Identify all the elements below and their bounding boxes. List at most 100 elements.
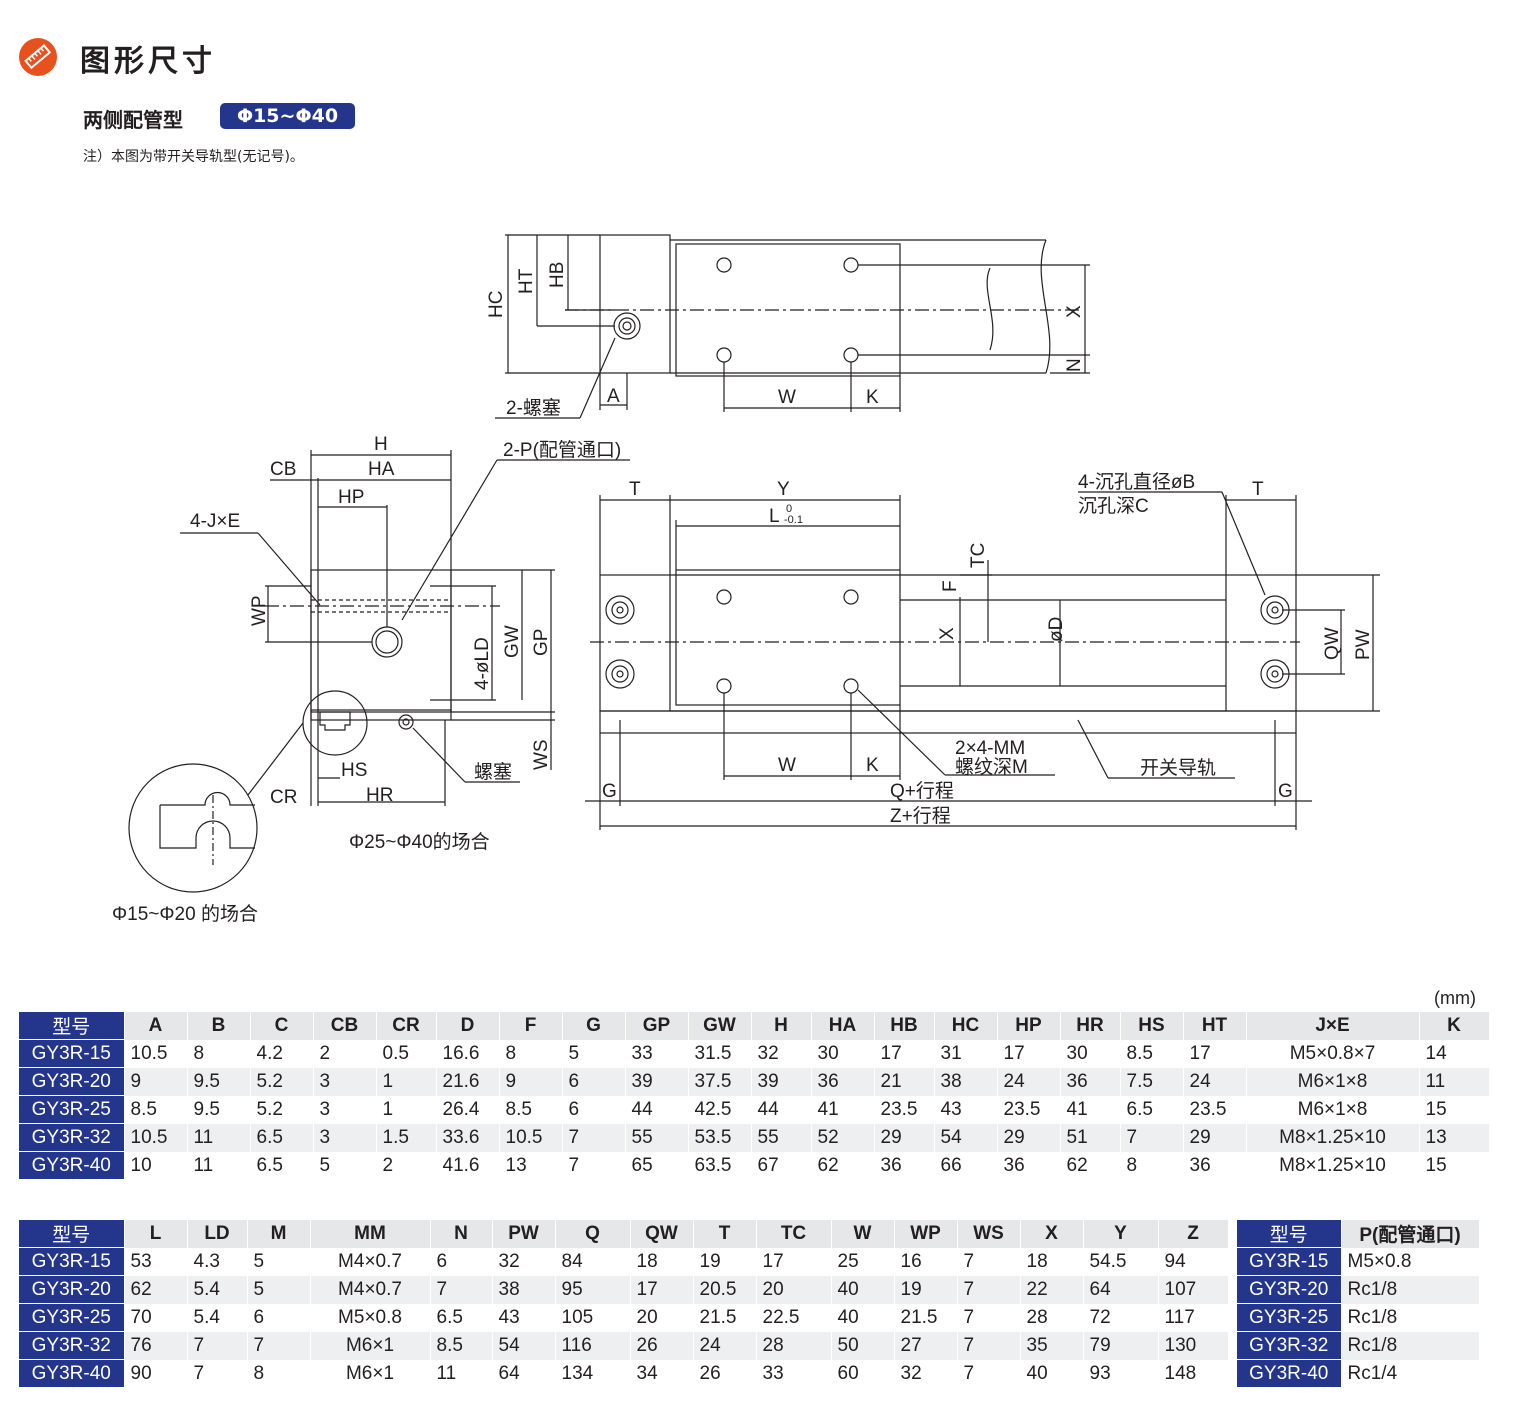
- label-ws: WS: [531, 739, 552, 770]
- value-cell: 7.5: [1120, 1067, 1184, 1096]
- label-hb: HB: [547, 262, 568, 288]
- value-cell: 72: [1083, 1303, 1159, 1332]
- value-cell: 8.5: [499, 1095, 563, 1124]
- value-cell: 13: [1419, 1123, 1490, 1152]
- value-cell: 17: [756, 1247, 832, 1276]
- value-cell: M6×1×8: [1246, 1067, 1420, 1096]
- value-cell: 53: [124, 1247, 188, 1276]
- label-gp: GP: [531, 629, 552, 656]
- value-cell: 105: [555, 1303, 631, 1332]
- value-cell: M5×0.8: [310, 1303, 431, 1332]
- value-cell: 7: [187, 1331, 248, 1360]
- value-cell: 7: [430, 1275, 493, 1304]
- value-cell: 95: [555, 1275, 631, 1304]
- value-cell: 43: [934, 1095, 998, 1124]
- value-cell: 1: [376, 1067, 437, 1096]
- value-cell: 37.5: [688, 1067, 752, 1096]
- label-hp: HP: [338, 487, 364, 508]
- value-cell: 6.5: [430, 1303, 493, 1332]
- front-view: [585, 491, 1380, 830]
- header-cell: WP: [894, 1220, 958, 1248]
- value-cell: 10.5: [124, 1123, 188, 1152]
- value-cell: 36: [1183, 1151, 1247, 1180]
- label-ha: HA: [368, 459, 395, 480]
- value-cell: 17: [1183, 1039, 1247, 1068]
- value-cell: 40: [831, 1275, 895, 1304]
- header-cell: Y: [1083, 1220, 1159, 1248]
- value-cell: 93: [1083, 1359, 1159, 1388]
- value-cell: 5.2: [250, 1095, 314, 1124]
- value-cell: 31: [934, 1039, 998, 1068]
- value-cell: 6: [247, 1303, 311, 1332]
- value-cell: 29: [874, 1123, 935, 1152]
- value-cell: 33.6: [436, 1123, 500, 1152]
- label-case-large: Φ25~Φ40的场合: [349, 831, 490, 853]
- value-cell: 26.4: [436, 1095, 500, 1124]
- header-cell: G: [562, 1012, 626, 1040]
- model-cell: GY3R-32: [19, 1331, 125, 1360]
- header-cell: T: [693, 1220, 757, 1248]
- value-cell: 18: [630, 1247, 694, 1276]
- label-f: F: [940, 580, 961, 592]
- value-cell: 24: [997, 1067, 1061, 1096]
- header-cell: W: [831, 1220, 895, 1248]
- header-cell: HR: [1060, 1012, 1121, 1040]
- value-cell: 35: [1020, 1331, 1084, 1360]
- label-cb: CB: [270, 459, 296, 480]
- value-cell: 52: [811, 1123, 875, 1152]
- value-cell: 8: [1120, 1151, 1184, 1180]
- label-pw: PW: [1353, 629, 1374, 660]
- value-cell: 62: [1060, 1151, 1121, 1180]
- value-cell: 5: [247, 1275, 311, 1304]
- label-ht: HT: [516, 268, 537, 294]
- label-t-right: T: [1252, 479, 1264, 500]
- value-cell: 7: [957, 1359, 1021, 1388]
- value-cell: 32: [751, 1039, 812, 1068]
- value-cell: 19: [894, 1275, 958, 1304]
- label-mm: 2×4-MM: [955, 738, 1025, 759]
- label-a: A: [607, 386, 620, 407]
- header-cell: H: [751, 1012, 812, 1040]
- value-cell: 23.5: [997, 1095, 1061, 1124]
- model-cell: GY3R-25: [19, 1095, 125, 1124]
- label-hs: HS: [341, 760, 367, 781]
- label-y: Y: [777, 479, 790, 500]
- value-cell: 5.2: [250, 1067, 314, 1096]
- model-cell: GY3R-25: [19, 1303, 125, 1332]
- value-cell: 10.5: [499, 1123, 563, 1152]
- label-counterbore-dia: 4-沉孔直径øB: [1078, 471, 1195, 493]
- value-cell: 9.5: [187, 1067, 251, 1096]
- value-cell: 16: [894, 1247, 958, 1276]
- value-cell: 54: [934, 1123, 998, 1152]
- model-cell: GY3R-40: [1237, 1359, 1342, 1388]
- model-cell: GY3R-15: [19, 1247, 125, 1276]
- range-badge: Φ15~Φ40: [220, 103, 355, 129]
- label-k-top: K: [866, 387, 879, 408]
- value-cell: 11: [187, 1151, 251, 1180]
- value-cell: 107: [1158, 1275, 1229, 1304]
- label-x-top: X: [1064, 305, 1085, 318]
- value-cell: 29: [997, 1123, 1061, 1152]
- header-cell: Q: [555, 1220, 631, 1248]
- header-cell: C: [250, 1012, 314, 1040]
- value-cell: 51: [1060, 1123, 1121, 1152]
- label-g-right: G: [1278, 781, 1293, 802]
- header-cell: HC: [934, 1012, 998, 1040]
- label-hc: HC: [486, 291, 507, 318]
- value-cell: 23.5: [1183, 1095, 1247, 1124]
- value-cell: 34: [630, 1359, 694, 1388]
- header-cell: K: [1419, 1012, 1490, 1040]
- value-cell: 84: [555, 1247, 631, 1276]
- value-cell: 11: [430, 1359, 493, 1388]
- value-cell: 8.5: [430, 1331, 493, 1360]
